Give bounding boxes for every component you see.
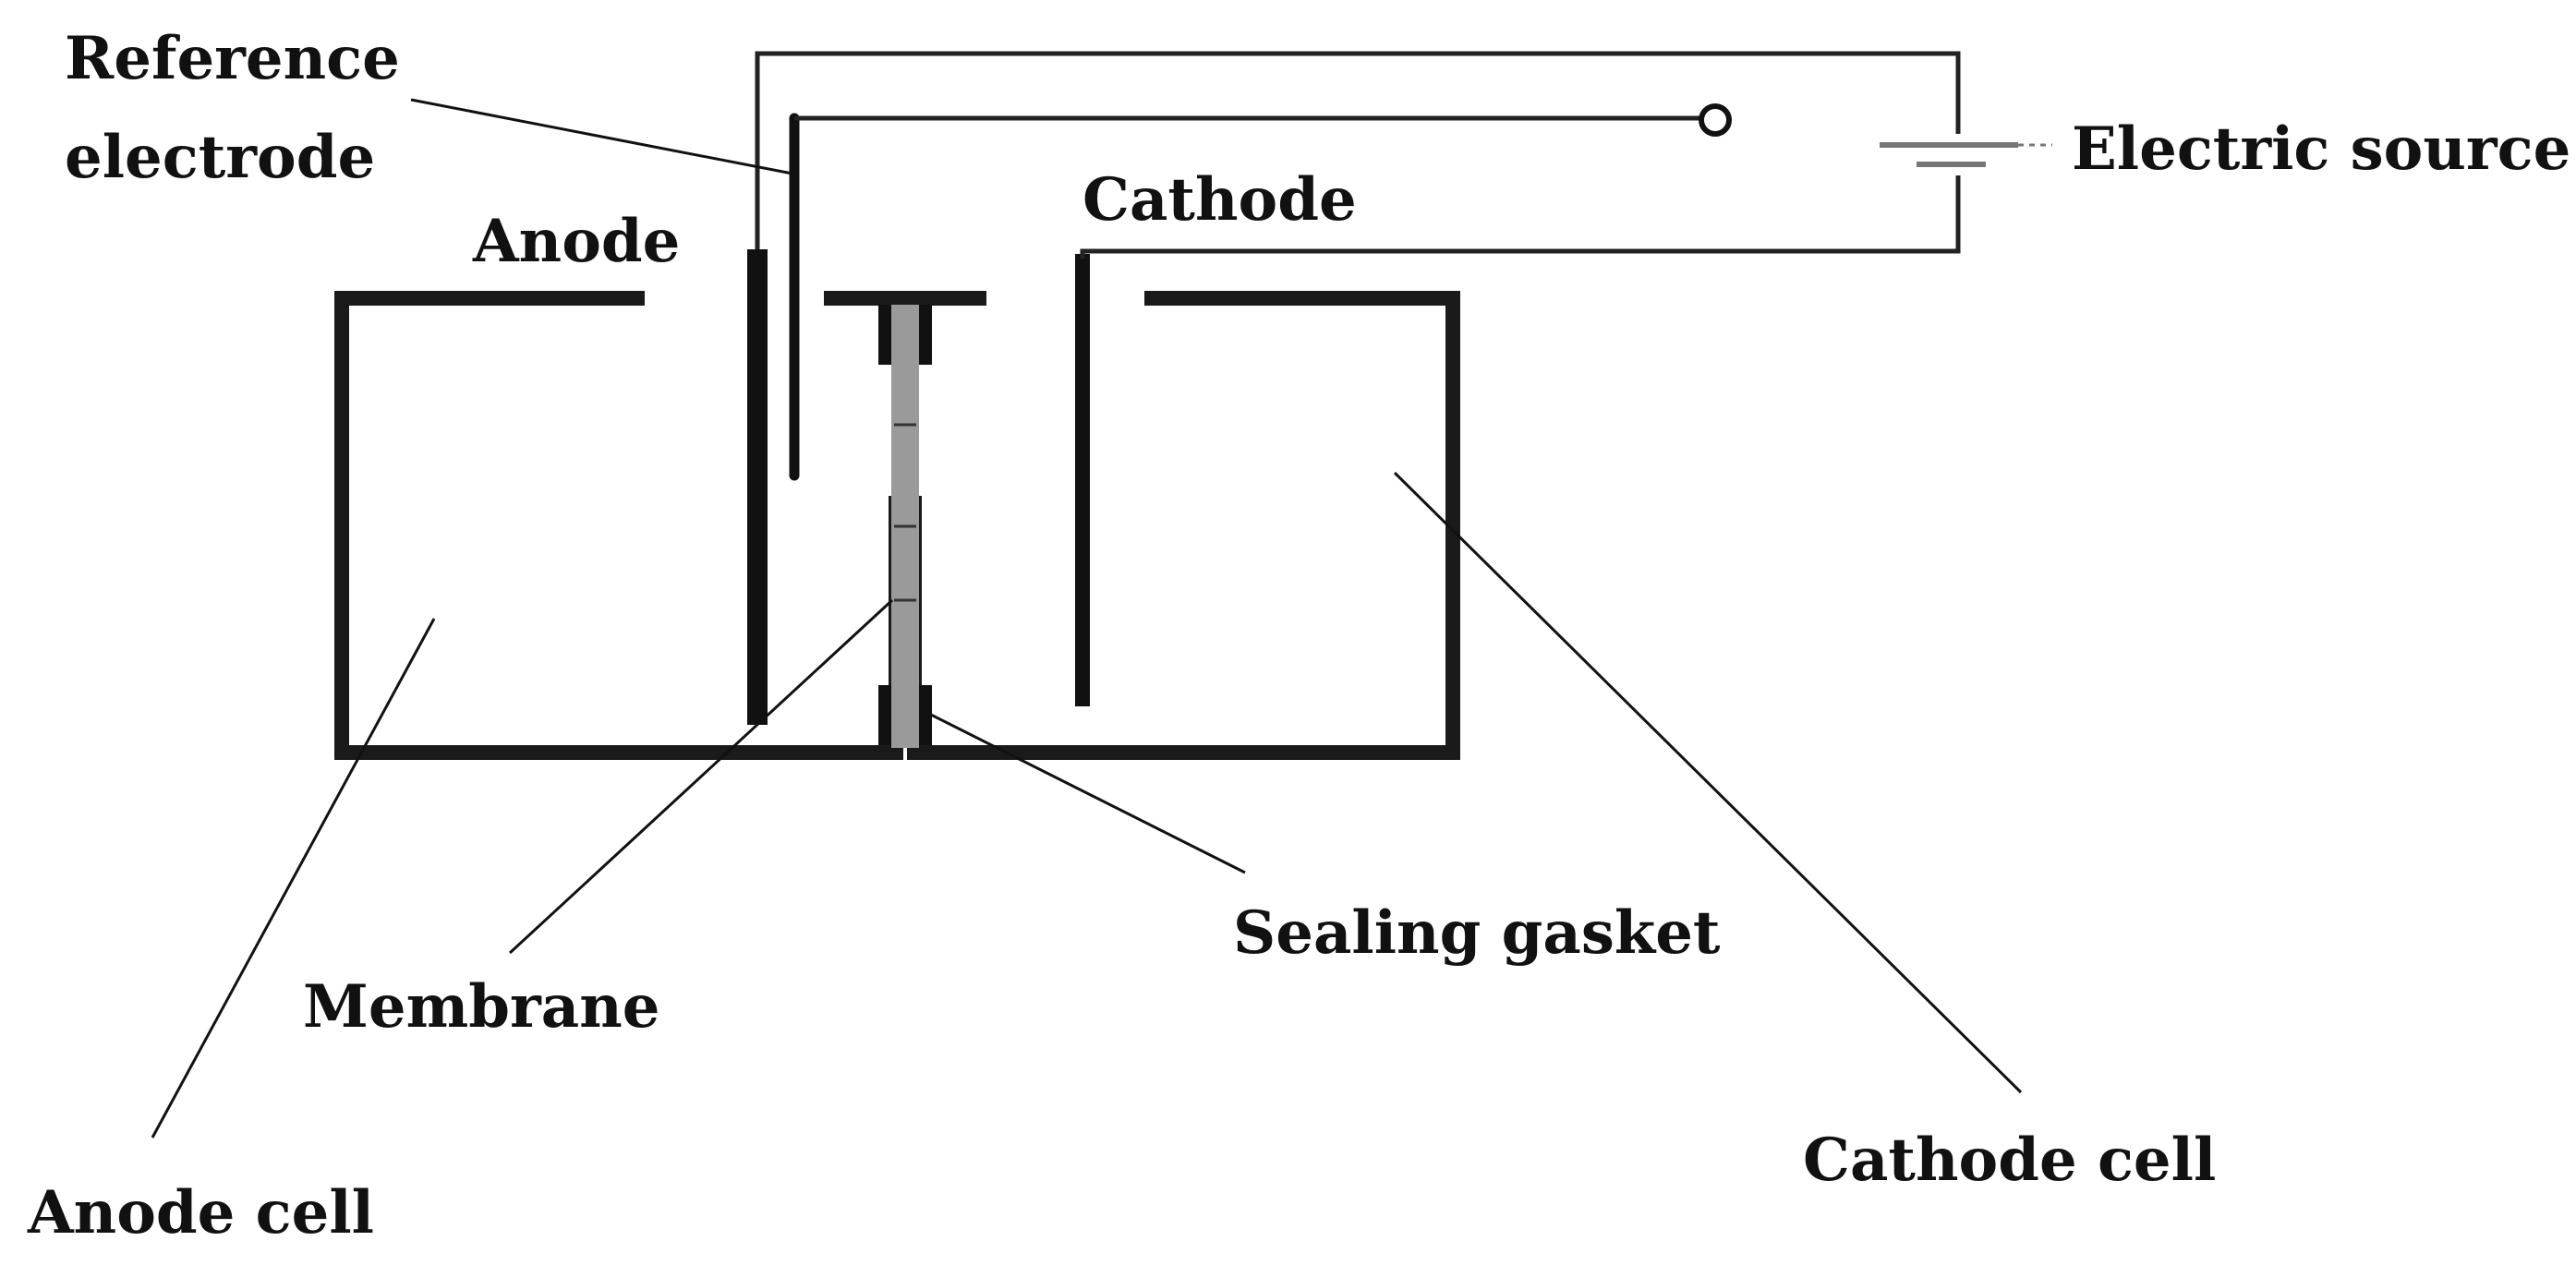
electric-source-label: Electric source	[2072, 114, 2570, 184]
cathode-label: Cathode	[1082, 165, 1357, 235]
anode-electrode	[747, 249, 768, 725]
anode-label: Anode	[472, 207, 680, 276]
membrane	[891, 305, 919, 748]
anode-cell-walls	[334, 291, 903, 760]
terminal-icon	[1699, 103, 1732, 137]
sealing-gasket-label: Sealing gasket	[1233, 898, 1721, 968]
circuit-wires	[755, 51, 1961, 259]
anode-cell-label: Anode cell	[27, 1178, 374, 1247]
reference-electrode-label-line1: Reference	[65, 24, 400, 93]
cathode-cell-walls	[907, 291, 1460, 760]
sealing-gasket	[878, 305, 932, 745]
cathode-cell-label: Cathode cell	[1803, 1126, 2216, 1195]
leader-lines	[151, 98, 2023, 1138]
membrane-label: Membrane	[303, 972, 659, 1042]
reference-electrode-label-line2: electrode	[65, 123, 375, 192]
battery-icon	[1880, 142, 2052, 167]
